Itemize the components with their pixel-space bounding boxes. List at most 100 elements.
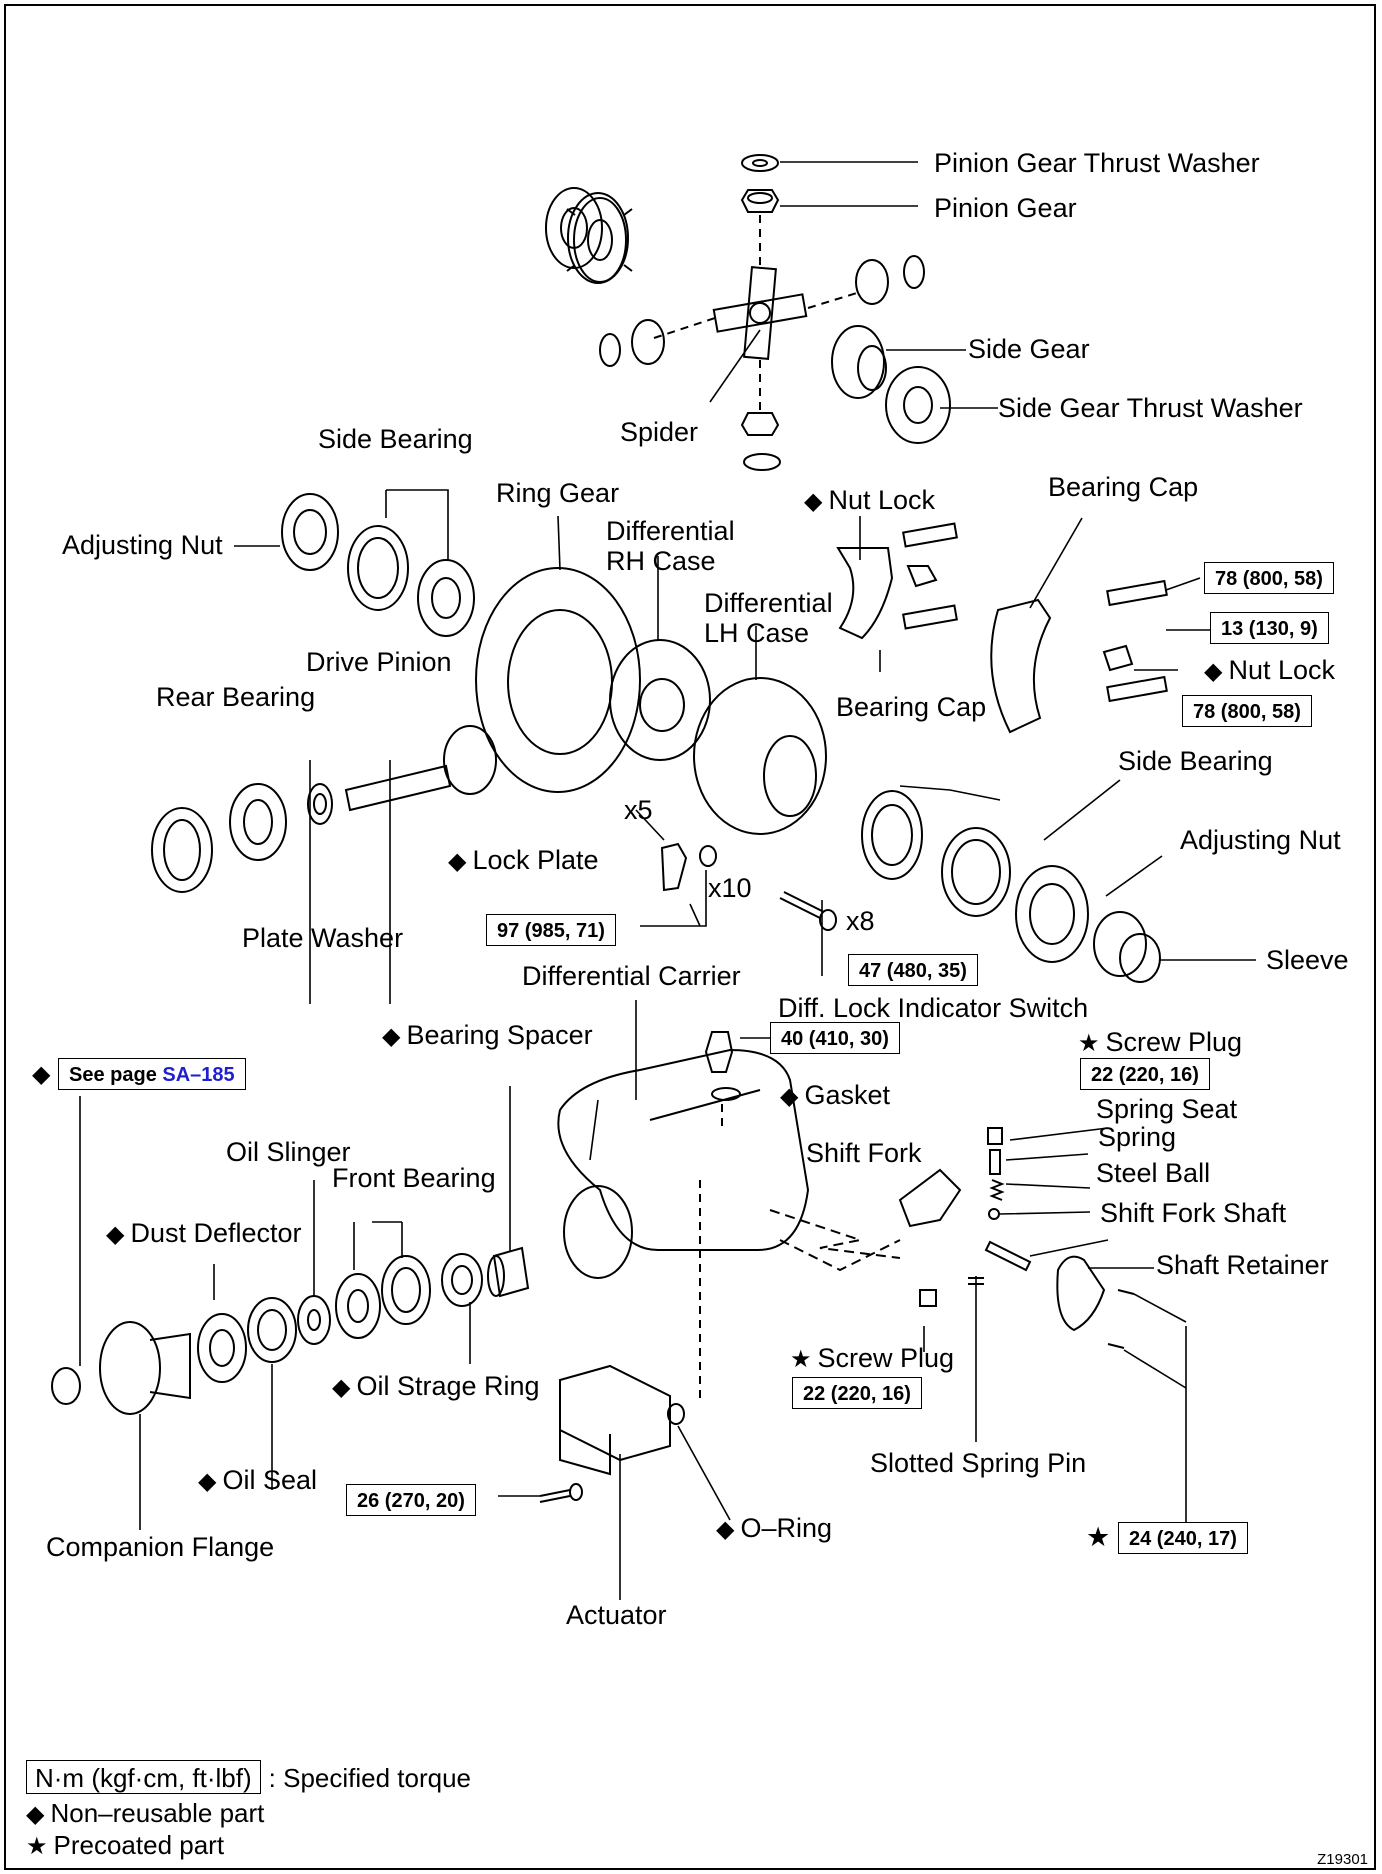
pinion-gear-part: [740, 189, 780, 213]
non-reusable-symbol: ◆: [804, 488, 823, 515]
lh-case-bolt-part: [779, 891, 837, 931]
side-bearing-roller-part: [417, 559, 475, 637]
side-gear-left-washer-part: [545, 187, 629, 284]
label-rear-bearing: Rear Bearing: [156, 682, 316, 712]
legend-precoated-row: ★Precoated part: [26, 1830, 471, 1862]
label-adjusting-nut-left: Adjusting Nut: [62, 530, 223, 560]
label-shift-fork-shaft: Shift Fork Shaft: [1100, 1198, 1287, 1228]
label-nut-lock-top: ◆Nut Lock: [804, 485, 935, 517]
oil-strage-ring-part: [441, 1253, 483, 1307]
label-dust-deflector: ◆Dust Deflector: [106, 1218, 302, 1250]
pinion-small-right-part: [855, 255, 925, 305]
label-nut-lock-right: ◆Nut Lock: [1204, 655, 1335, 687]
torque-box-40: 40 (410, 30): [770, 1022, 900, 1054]
legend-non-reusable-row: ◆Non–reusable part: [26, 1798, 471, 1830]
legend-precoated-symbol: ★: [26, 1833, 48, 1860]
oil-slinger-part: [297, 1295, 331, 1345]
non-reusable-symbol: ◆: [198, 1468, 217, 1495]
non-reusable-symbol: ◆: [780, 1083, 799, 1110]
non-reusable-symbol: ◆: [382, 1023, 401, 1050]
torque-box-47: 47 (480, 35): [848, 954, 978, 986]
shaft-retainer-part: [1056, 1255, 1135, 1349]
non-reusable-symbol: ◆: [448, 848, 467, 875]
label-screw-plug-top: ★Screw Plug: [1078, 1027, 1242, 1059]
label-dust-deflector-text: Dust Deflector: [130, 1218, 302, 1248]
torque-box-22-bottom: 22 (220, 16): [792, 1377, 922, 1409]
o-ring-part: [667, 1403, 685, 1425]
torque-box-78-upper: 78 (800, 58): [1204, 562, 1334, 594]
label-x5: x5: [624, 795, 653, 825]
label-drive-pinion: Drive Pinion: [306, 647, 452, 677]
label-x10: x10: [708, 873, 752, 903]
torque-box-22-top: 22 (220, 16): [1080, 1058, 1210, 1090]
label-nut-lock-right-text: Nut Lock: [1228, 655, 1336, 685]
precoated-symbol: ★: [790, 1346, 812, 1373]
label-oil-strage-ring: ◆Oil Strage Ring: [332, 1371, 540, 1403]
bearing-cap-right-part: [990, 579, 1168, 734]
actuator-bolt-part: [539, 1483, 583, 1503]
label-side-gear-thrust-washer: Side Gear Thrust Washer: [998, 393, 1303, 423]
legend-torque-box: N·m (kgf·cm, ft·lbf): [26, 1760, 261, 1794]
label-oil-slinger: Oil Slinger: [226, 1137, 351, 1167]
label-oil-seal-text: Oil Seal: [222, 1465, 318, 1495]
label-screw-plug-top-text: Screw Plug: [1105, 1027, 1243, 1057]
label-diff-lock-indicator-switch: Diff. Lock Indicator Switch: [778, 993, 1089, 1023]
label-spring: Spring: [1098, 1122, 1177, 1152]
label-pinion-gear: Pinion Gear: [934, 193, 1077, 223]
indicator-switch-part: [704, 1031, 734, 1073]
front-nut-part: [51, 1367, 81, 1405]
dust-deflector-part: [197, 1313, 247, 1383]
label-shaft-retainer: Shaft Retainer: [1156, 1250, 1329, 1280]
leader-lines: [79, 161, 1256, 1600]
gasket-part: [711, 1087, 741, 1101]
legend-torque-text: : Specified torque: [268, 1763, 472, 1793]
spider-part: [712, 266, 808, 360]
torque-box-97: 97 (985, 71): [486, 914, 616, 946]
side-bearing-right-roller-part: [861, 790, 923, 880]
side-bearing-right-race-part: [941, 827, 1011, 917]
see-page-prefix: See page: [69, 1064, 163, 1086]
switch-dashed-axis: [699, 1104, 723, 1400]
diff-rh-case-part: [609, 639, 711, 761]
actuator-part: [559, 1364, 671, 1476]
diff-lh-case-part: [693, 677, 827, 835]
label-o-ring: ◆O–Ring: [716, 1513, 832, 1545]
label-screw-plug-bottom: ★Screw Plug: [790, 1343, 954, 1375]
see-page-link[interactable]: SA–185: [162, 1064, 235, 1086]
label-sleeve: Sleeve: [1266, 945, 1349, 975]
label-front-bearing: Front Bearing: [332, 1163, 496, 1193]
torque-box-24: 24 (240, 17): [1118, 1522, 1248, 1554]
steel-ball-part: [988, 1208, 1000, 1220]
non-reusable-symbol: ◆: [106, 1221, 125, 1248]
label-side-bearing-right: Side Bearing: [1118, 746, 1273, 776]
label-lock-plate-text: Lock Plate: [472, 845, 599, 875]
pinion-small-left-part: [599, 319, 665, 367]
label-bearing-cap-top: Bearing Cap: [1048, 472, 1199, 502]
spring-part: [989, 1179, 1005, 1201]
screw-plug-top-part: [987, 1127, 1003, 1145]
front-bearing-race-part: [381, 1255, 431, 1325]
label-gasket-text: Gasket: [804, 1080, 891, 1110]
label-spring-seat: Spring Seat: [1096, 1094, 1238, 1124]
label-bearing-cap-mid: Bearing Cap: [836, 692, 987, 722]
label-actuator: Actuator: [566, 1600, 667, 1630]
label-oil-strage-ring-text: Oil Strage Ring: [356, 1371, 540, 1401]
label-adjusting-nut-right: Adjusting Nut: [1180, 825, 1341, 855]
label-x8: x8: [846, 906, 875, 936]
front-bearing-roller-part: [335, 1273, 381, 1339]
label-side-bearing-top: Side Bearing: [318, 424, 473, 454]
screw-plug-bottom-part: [919, 1289, 937, 1307]
label-nut-lock-top-text: Nut Lock: [828, 485, 936, 515]
label-side-gear: Side Gear: [968, 334, 1090, 364]
pinion-gear-thrust-washer-part: [741, 154, 779, 172]
label-shift-fork: Shift Fork: [806, 1138, 922, 1168]
label-bearing-spacer: ◆Bearing Spacer: [382, 1020, 593, 1052]
spring-seat-part: [989, 1149, 1001, 1175]
non-reusable-symbol: ◆: [716, 1516, 735, 1543]
bearing-cap-mid-part: [836, 522, 958, 640]
pinion-lower-part: [740, 412, 781, 471]
label-pinion-gear-thrust-washer: Pinion Gear Thrust Washer: [934, 148, 1260, 178]
non-reusable-symbol: ◆: [332, 1374, 351, 1401]
torque-box-13: 13 (130, 9): [1210, 612, 1329, 644]
side-bearing-outer-part: [347, 525, 409, 611]
